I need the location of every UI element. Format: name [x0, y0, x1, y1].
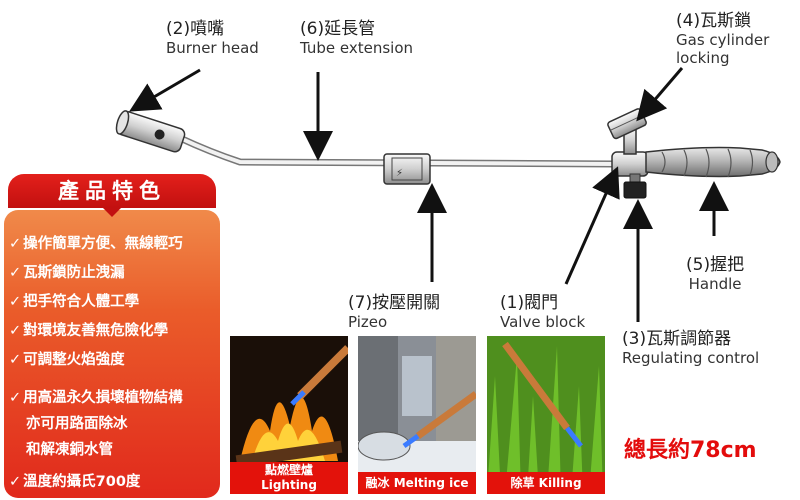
- photo-caption-en: Melting ice: [393, 476, 469, 490]
- feature-item: ✓把手符合人體工學: [9, 290, 139, 311]
- photo-caption-zh: 融冰: [365, 476, 390, 490]
- lock-arrow: [636, 67, 684, 122]
- check-icon: ✓: [9, 236, 22, 252]
- check-icon: ✓: [9, 474, 22, 490]
- feature-item-continued: 和解凍銅水管: [26, 438, 113, 459]
- feature-item-continued: 亦可用路面除冰: [26, 412, 128, 433]
- feature-item: ✓對環境友善無危險化學: [9, 319, 168, 340]
- photo-caption-en: Killing weeds: [538, 476, 582, 490]
- photo-fireplace: 點燃壁爐 Lighting fireplace: [230, 336, 348, 494]
- photo-caption-en: Lighting fireplace: [259, 478, 318, 494]
- check-icon: ✓: [9, 352, 22, 368]
- check-icon: ✓: [9, 390, 22, 406]
- gas-lock-label-en1: Gas cylinder: [676, 31, 770, 49]
- photo-caption: 點燃壁爐 Lighting fireplace: [230, 462, 348, 494]
- regulator-label-en: Regulating control: [622, 349, 760, 367]
- feature-text: 用高溫永久損壞植物結構: [23, 390, 183, 406]
- regulator-label-zh: (3)瓦斯調節器: [622, 329, 732, 349]
- burner-head-label-en: Burner head: [166, 39, 259, 57]
- photo-caption-zh: 除草: [510, 476, 535, 490]
- feature-text: 溫度約攝氏700度: [23, 474, 141, 490]
- features-panel: [4, 210, 220, 498]
- feature-item: ✓可調整火焰強度: [9, 348, 125, 369]
- tube-extension-part: [178, 134, 616, 168]
- total-length: 總長約78cm: [624, 438, 757, 463]
- tube-extension-label: (6)延長管 Tube extension: [300, 14, 413, 57]
- feature-text: 操作簡單方便、無線輕巧: [23, 236, 183, 252]
- piezo-label-zh: (7)按壓開關: [348, 293, 441, 313]
- handle-label-zh: (5)握把: [686, 255, 745, 275]
- feature-text: 和解凍銅水管: [26, 442, 113, 458]
- feature-text: 可調整火焰強度: [23, 352, 125, 368]
- svg-text:⚡: ⚡: [396, 168, 403, 179]
- valve-label: (1)閥門 Valve block: [500, 288, 585, 331]
- grass-image: [487, 336, 605, 494]
- valve-block-part: [611, 127, 649, 177]
- burner-head-label: (2)噴嘴 Burner head: [166, 14, 259, 57]
- check-icon: ✓: [9, 323, 22, 339]
- snowy-street-image: [358, 336, 476, 494]
- photo-caption: 除草 Killing weeds: [487, 472, 605, 494]
- valve-label-zh: (1)閥門: [500, 293, 559, 313]
- tube-extension-label-en: Tube extension: [300, 39, 414, 57]
- regulator-label: (3)瓦斯調節器 Regulating control: [622, 324, 759, 367]
- gas-lock-label-en2: locking: [676, 49, 730, 67]
- gas-lock-label-zh: (4)瓦斯鎖: [676, 11, 752, 31]
- handle-label-en: Handle: [688, 275, 742, 293]
- feature-item: ✓溫度約攝氏700度: [9, 470, 140, 491]
- burner-head-part: [115, 110, 186, 153]
- piezo-label: (7)按壓開關 Pizeo: [348, 288, 440, 331]
- piezo-part: ⚡: [383, 153, 431, 185]
- burner-arrow: [129, 68, 201, 112]
- regulator-part: [623, 173, 647, 199]
- tube-extension-label-zh: (6)延長管: [300, 19, 376, 39]
- burner-head-label-zh: (2)噴嘴: [166, 19, 225, 39]
- feature-item: ✓用高溫永久損壞植物結構: [9, 386, 183, 407]
- valve-arrow: [564, 166, 620, 285]
- feature-item: ✓瓦斯鎖防止洩漏: [9, 261, 125, 282]
- feature-item: ✓操作簡單方便、無線輕巧: [9, 232, 183, 253]
- check-icon: ✓: [9, 294, 22, 310]
- check-icon: ✓: [9, 265, 22, 281]
- gas-lock-label: (4)瓦斯鎖 Gas cylinder locking: [676, 6, 769, 67]
- valve-label-en: Valve block: [500, 313, 586, 331]
- feature-text: 對環境友善無危險化學: [23, 323, 169, 339]
- photo-caption-zh: 點燃壁爐: [264, 463, 313, 477]
- handle-label: (5)握把 Handle: [686, 250, 744, 293]
- feature-text: 瓦斯鎖防止洩漏: [23, 265, 125, 281]
- features-title: 產品特色: [8, 174, 216, 208]
- handle-part: [645, 146, 781, 178]
- piezo-label-en: Pizeo: [348, 313, 388, 331]
- photo-caption: 融冰 Melting ice: [358, 472, 476, 494]
- features-title-notch: [102, 207, 122, 217]
- photo-killing-weeds: 除草 Killing weeds: [487, 336, 605, 494]
- feature-text: 亦可用路面除冰: [26, 416, 128, 432]
- feature-text: 把手符合人體工學: [23, 294, 140, 310]
- photo-melting-ice: 融冰 Melting ice: [358, 336, 476, 494]
